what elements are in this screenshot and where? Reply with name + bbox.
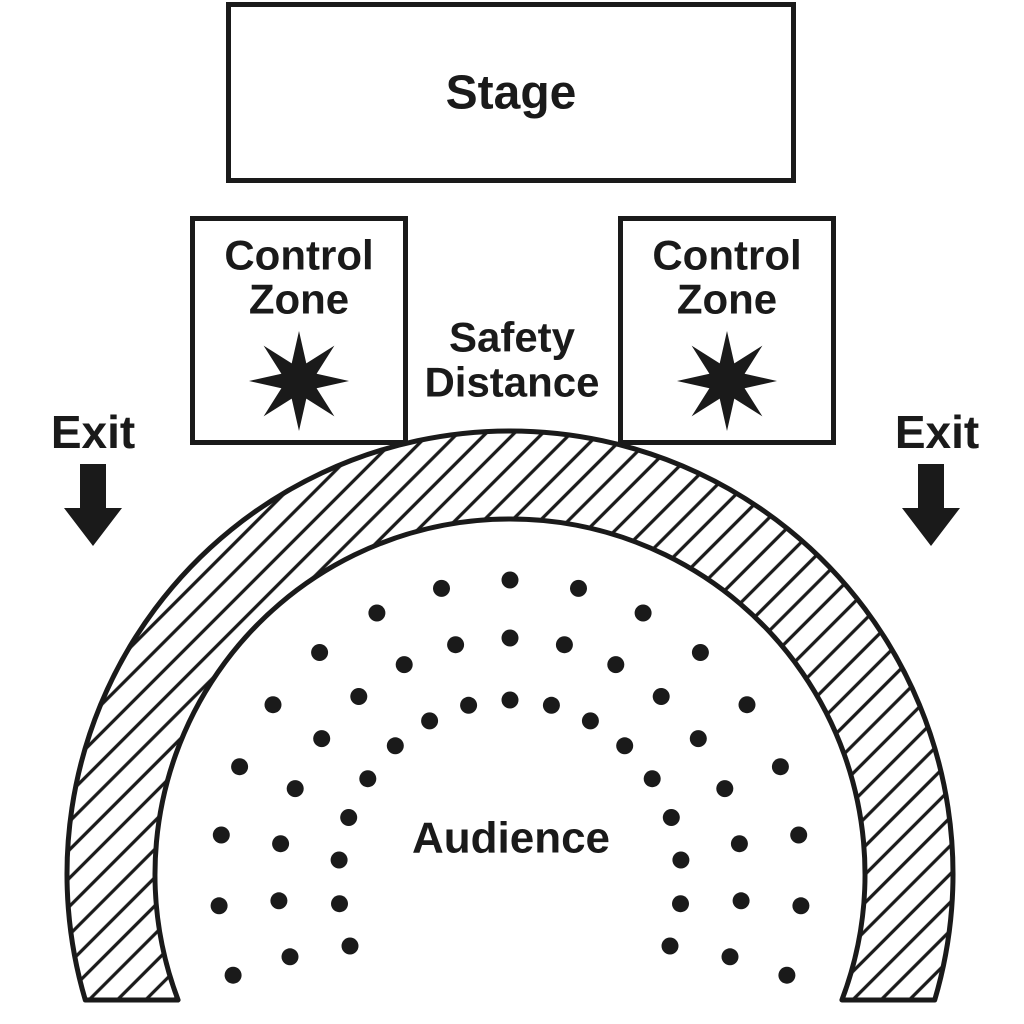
safety-distance-label-line1: Safety [449,314,576,361]
audience-dot [311,644,329,661]
audience-dot [264,696,282,714]
audience-dot [212,826,230,844]
audience-dot [350,688,368,705]
audience-dot [313,730,331,748]
audience-dot [691,644,709,661]
exit-label-right: Exit [895,406,979,458]
audience-dot [542,696,560,714]
control-zone-left-label-line1: Control [224,232,373,279]
audience-dot [771,758,789,776]
audience-dot [447,636,465,654]
audience-dot [716,780,734,798]
audience-dot [607,656,625,674]
audience-dots [210,571,810,984]
audience-dot [272,835,290,853]
exit-arrow-down-icon-left [64,464,122,546]
audience-dot [210,897,228,915]
control-zone-left-label-line2: Zone [249,276,349,323]
audience-dot [792,897,810,915]
audience-dot [570,579,587,597]
audience-dot [395,656,413,674]
audience-dot [616,737,634,755]
audience-dot [581,712,599,730]
audience-dot [778,966,796,984]
audience-dot [359,770,377,788]
audience-dot [643,770,661,788]
safety-barrier-band [64,428,956,1003]
audience-dot [368,604,386,622]
audience-dot [661,937,679,955]
audience-dot [732,892,750,910]
pyro-starburst-icon [677,331,777,431]
audience-dot [231,758,249,776]
pyro-starburst-icon [249,331,349,431]
audience-dot [281,948,299,966]
audience-dot [662,809,680,826]
audience-dot [286,780,304,798]
control-zone-right-label-line1: Control [652,232,801,279]
audience-dot [340,809,358,826]
audience-dot [433,579,450,597]
audience-dot [421,712,439,730]
audience-dot [501,571,519,589]
safety-distance-label-line2: Distance [424,359,599,406]
audience-dot [555,636,573,654]
audience-dot [738,696,756,714]
audience-dot [501,629,519,647]
audience-dot [634,604,652,622]
audience-dot [386,737,404,755]
audience-dot [672,851,690,869]
control-zone-right-label-line2: Zone [677,276,777,323]
audience-dot [689,730,707,748]
exit-label-left: Exit [51,406,135,458]
audience-dot [501,691,519,709]
exit-arrow-down-icon-right [902,464,960,546]
audience-dot [270,892,288,910]
audience-dot [730,835,748,853]
audience-dot [652,688,670,705]
audience-dot [224,966,242,984]
audience-dot [341,937,359,955]
audience-dot [672,895,689,913]
stage-box [226,2,796,183]
audience-dot [460,696,478,714]
audience-label: Audience [412,814,610,863]
audience-dot [330,851,348,869]
audience-dot [721,948,739,966]
audience-dot [331,895,348,913]
audience-dot [790,826,808,844]
stage-label: Stage [446,67,577,120]
